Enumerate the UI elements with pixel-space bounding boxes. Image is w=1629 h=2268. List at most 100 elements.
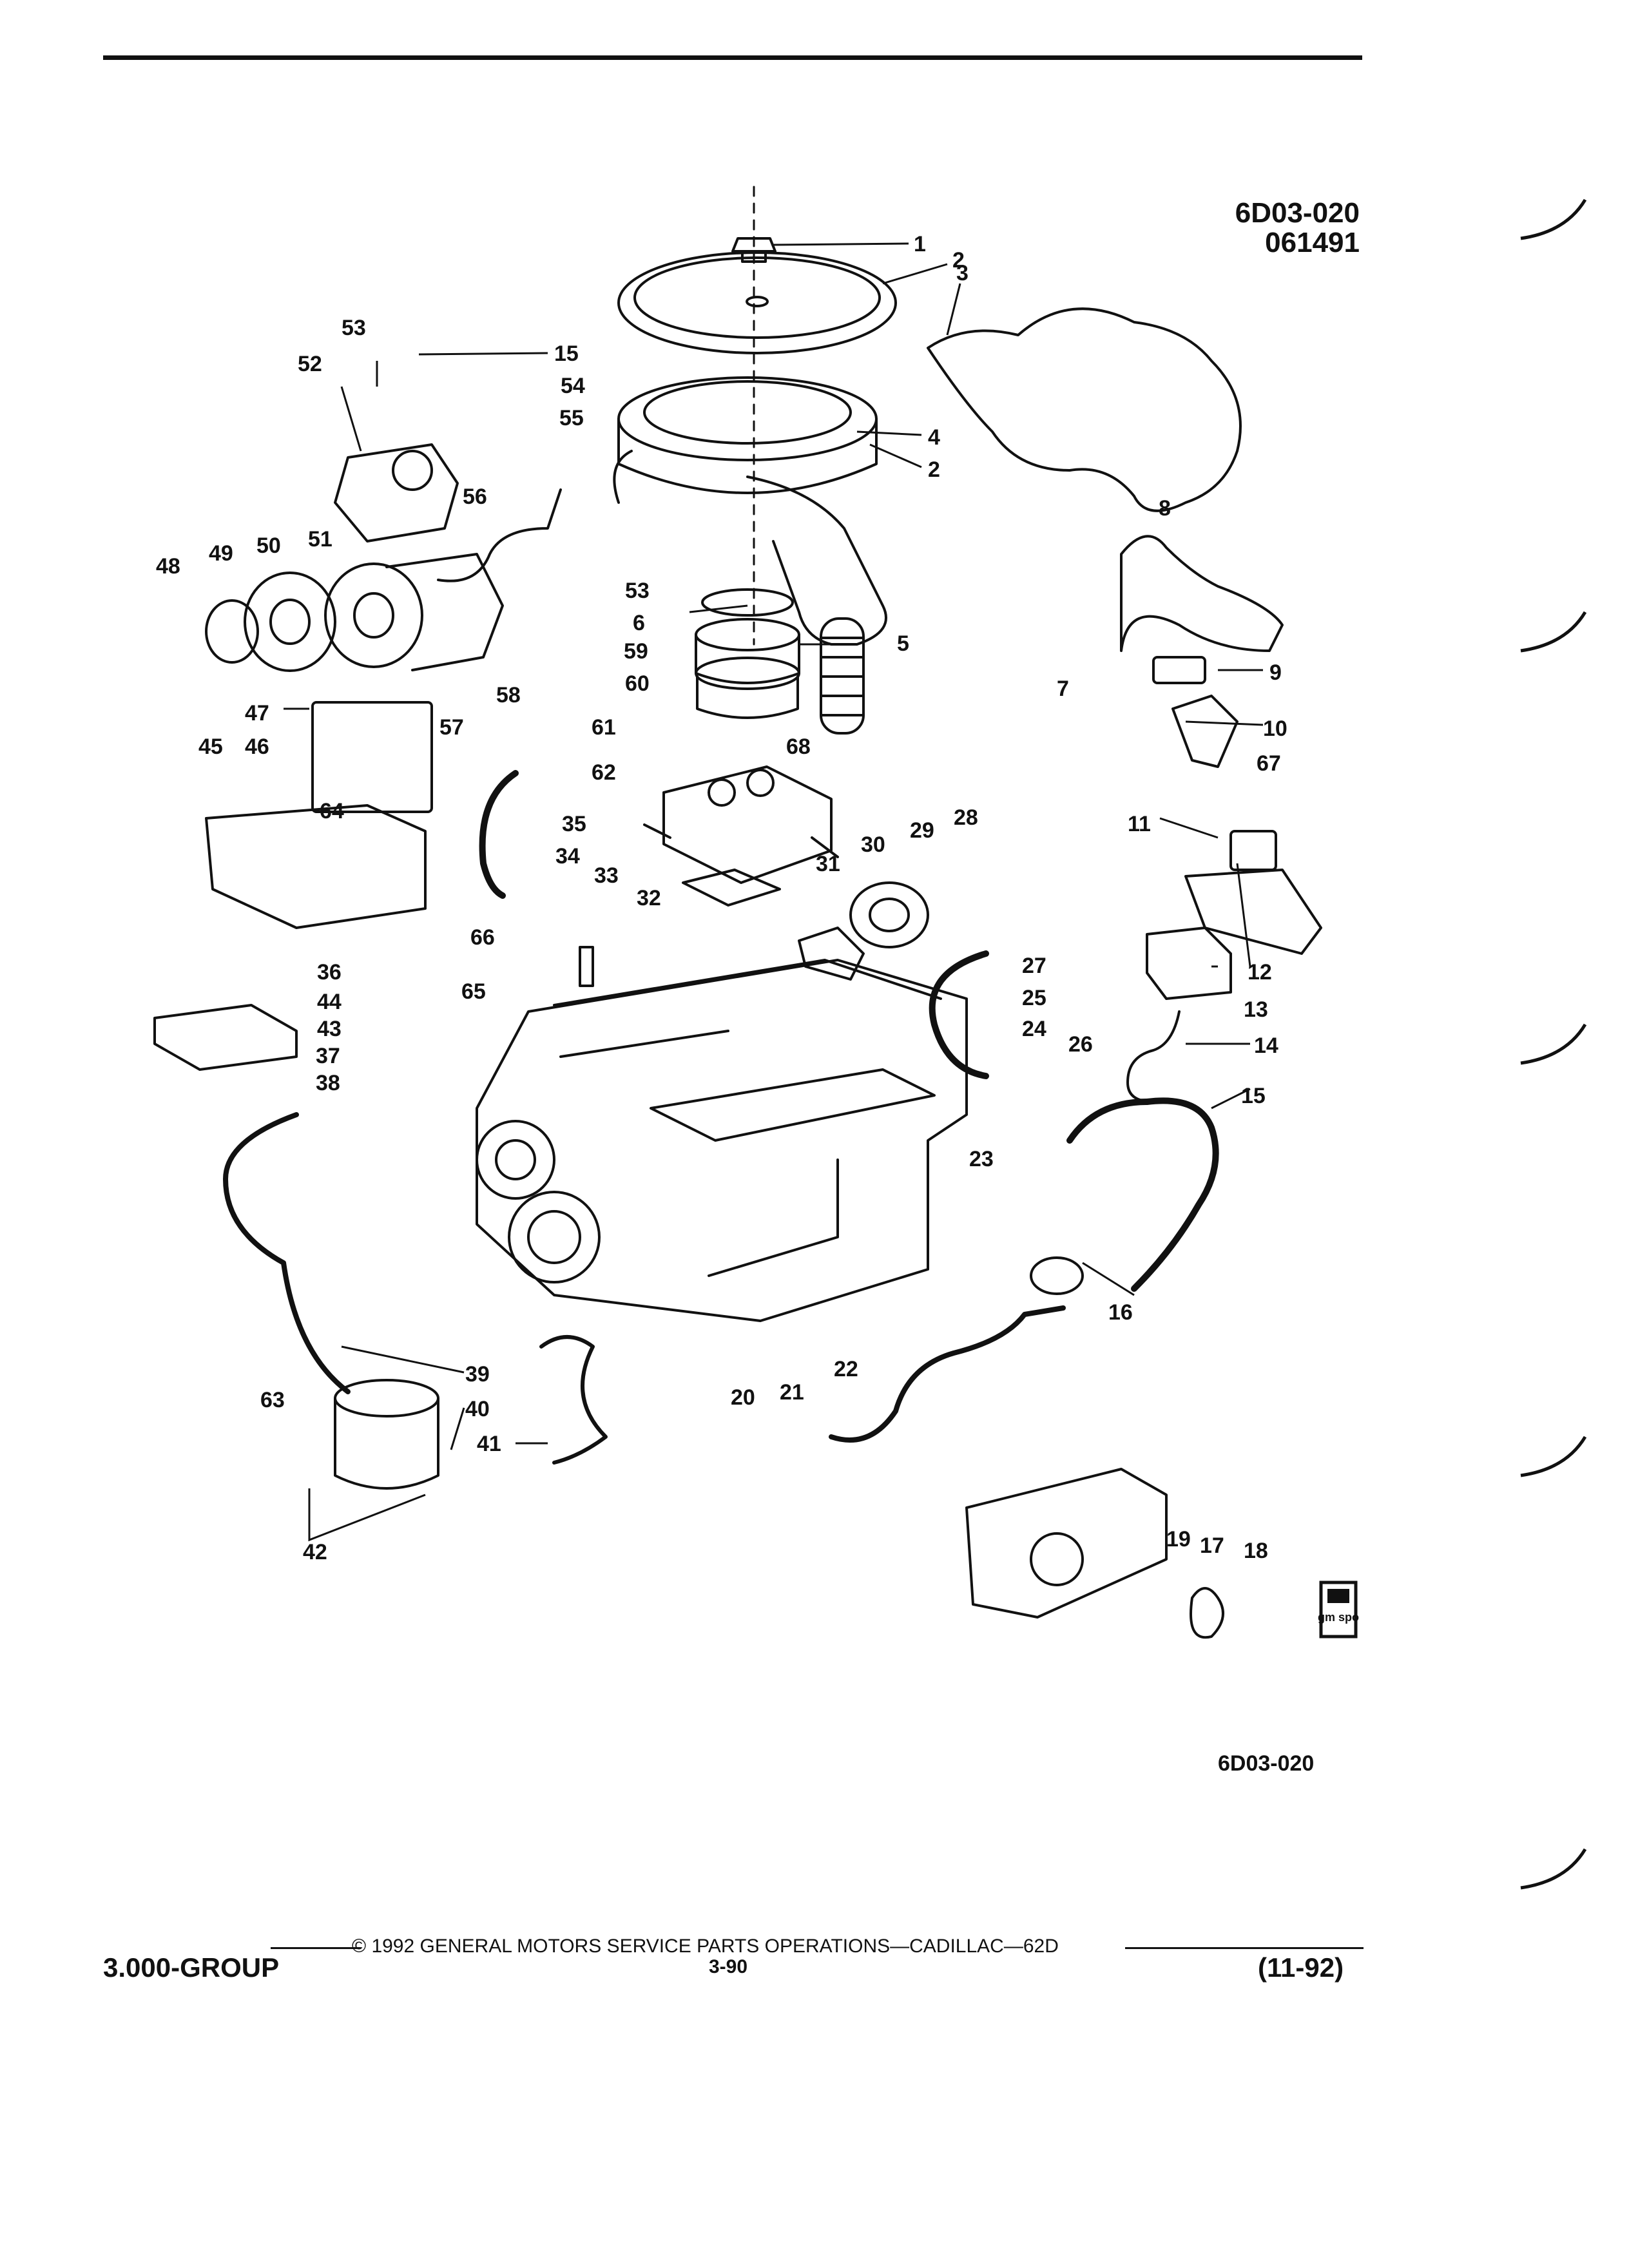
callout-48: 48 <box>156 554 180 579</box>
callout-36: 36 <box>317 960 342 985</box>
callout-28: 28 <box>954 805 978 830</box>
callout-35: 35 <box>562 812 586 836</box>
callout-15: 15 <box>554 341 579 366</box>
pulley-set-part <box>205 553 504 672</box>
callout-26: 26 <box>1068 1032 1093 1057</box>
vacuum-hose-part <box>1126 1010 1181 1103</box>
pipe-assembly-part <box>829 1305 1066 1443</box>
wiring-harness-part <box>927 307 1242 512</box>
callout-46: 46 <box>245 735 269 759</box>
callout-55: 55 <box>559 406 584 430</box>
callout-labels: 1 2 3 2 4 15 53 52 54 55 56 51 50 49 48 … <box>156 232 1287 1564</box>
callout-18: 18 <box>1244 1539 1268 1563</box>
callout-56: 56 <box>463 485 487 509</box>
callout-34: 34 <box>555 844 580 869</box>
callout-11: 11 <box>1128 812 1151 836</box>
callout-49: 49 <box>209 541 233 566</box>
callout-14: 14 <box>1254 1033 1278 1058</box>
callout-12: 12 <box>1248 960 1272 985</box>
footer-group-label: 3.000-GROUP <box>103 1952 280 1983</box>
callout-29: 29 <box>910 818 934 843</box>
egr-bracket-part <box>798 927 865 981</box>
footer-copyright: © 1992 GENERAL MOTORS SERVICE PARTS OPER… <box>352 1936 1059 1957</box>
callout-7: 7 <box>1057 677 1069 701</box>
module-part <box>1146 927 1232 1000</box>
map-sensor-part <box>1229 830 1277 871</box>
solenoid-part <box>1030 1256 1084 1295</box>
callout-8: 8 <box>1159 496 1171 521</box>
callout-16: 16 <box>1108 1300 1133 1325</box>
callout-58: 58 <box>496 683 521 707</box>
spo-badge-text: gm spo <box>1318 1611 1359 1624</box>
footer-page-number: 3-90 <box>709 1956 748 1977</box>
callout-31: 31 <box>816 852 840 876</box>
sensor-bracket-part <box>1184 869 1322 955</box>
header-rule <box>103 55 1362 60</box>
callout-67: 67 <box>1257 751 1281 776</box>
callout-3: 3 <box>956 261 969 285</box>
callout-15b: 15 <box>1241 1084 1266 1108</box>
egr-valve-part <box>849 881 929 948</box>
bracket-part <box>1171 695 1239 768</box>
callout-37: 37 <box>316 1044 340 1068</box>
hose-large-part <box>1066 1097 1219 1292</box>
figure-date-code: 061491 <box>1265 227 1360 258</box>
callout-64: 64 <box>320 799 344 823</box>
callout-40: 40 <box>465 1397 490 1421</box>
sensor-lead-41-part <box>539 1335 608 1465</box>
callout-20: 20 <box>731 1385 755 1410</box>
callout-45: 45 <box>198 735 223 759</box>
callout-65: 65 <box>461 979 486 1004</box>
callout-2b: 2 <box>928 457 940 482</box>
callout-61: 61 <box>592 715 616 740</box>
transmission-housing-part <box>965 1468 1224 1639</box>
callout-53: 53 <box>342 316 366 340</box>
callout-38: 38 <box>316 1071 340 1095</box>
callout-22: 22 <box>834 1357 858 1381</box>
ecm-part <box>311 701 433 813</box>
callout-52: 52 <box>298 352 322 376</box>
callout-21: 21 <box>780 1380 804 1405</box>
footer-rule-left <box>271 1947 361 1949</box>
callout-47: 47 <box>245 701 269 726</box>
callout-32: 32 <box>637 886 661 910</box>
figure-code-bottom: 6D03-020 <box>1218 1751 1315 1776</box>
callout-53b: 53 <box>625 579 650 603</box>
callout-44: 44 <box>317 990 342 1014</box>
callout-24: 24 <box>1022 1017 1046 1041</box>
air-pump-part <box>334 443 459 543</box>
callout-39: 39 <box>465 1362 490 1387</box>
air-cleaner-lid-part <box>617 251 897 354</box>
binder-marks <box>1520 198 1587 1890</box>
hose-35-part <box>479 770 519 899</box>
callout-13: 13 <box>1244 997 1268 1022</box>
callout-54: 54 <box>561 374 585 398</box>
callout-30: 30 <box>861 832 885 857</box>
footer-date: (11-92) <box>1258 1952 1344 1983</box>
callout-1: 1 <box>914 232 926 256</box>
callout-23: 23 <box>969 1147 994 1171</box>
module-43-part <box>153 1004 298 1071</box>
callout-50: 50 <box>256 533 281 558</box>
evap-canister-part <box>334 1379 439 1490</box>
gasket-stack-part <box>695 588 800 719</box>
hose-part <box>820 617 865 735</box>
engine-block-part <box>476 959 968 1322</box>
sensor-33-part <box>579 946 594 987</box>
callout-6: 6 <box>633 611 645 635</box>
callout-4: 4 <box>928 425 940 450</box>
callout-66: 66 <box>470 925 495 950</box>
egr-hose-part <box>929 950 989 1079</box>
figure-code-top: 6D03-020 061491 <box>1235 198 1360 258</box>
throttle-body-part <box>643 765 839 884</box>
callout-51: 51 <box>308 527 333 552</box>
footer-rule-right <box>1125 1947 1364 1949</box>
callout-17: 17 <box>1200 1533 1224 1558</box>
sensor-lead-part <box>223 1112 351 1394</box>
callout-57: 57 <box>439 715 464 740</box>
air-cleaner-housing-part <box>613 376 887 646</box>
callout-63: 63 <box>260 1388 285 1412</box>
callout-27: 27 <box>1022 954 1046 978</box>
callout-42: 42 <box>303 1540 327 1564</box>
